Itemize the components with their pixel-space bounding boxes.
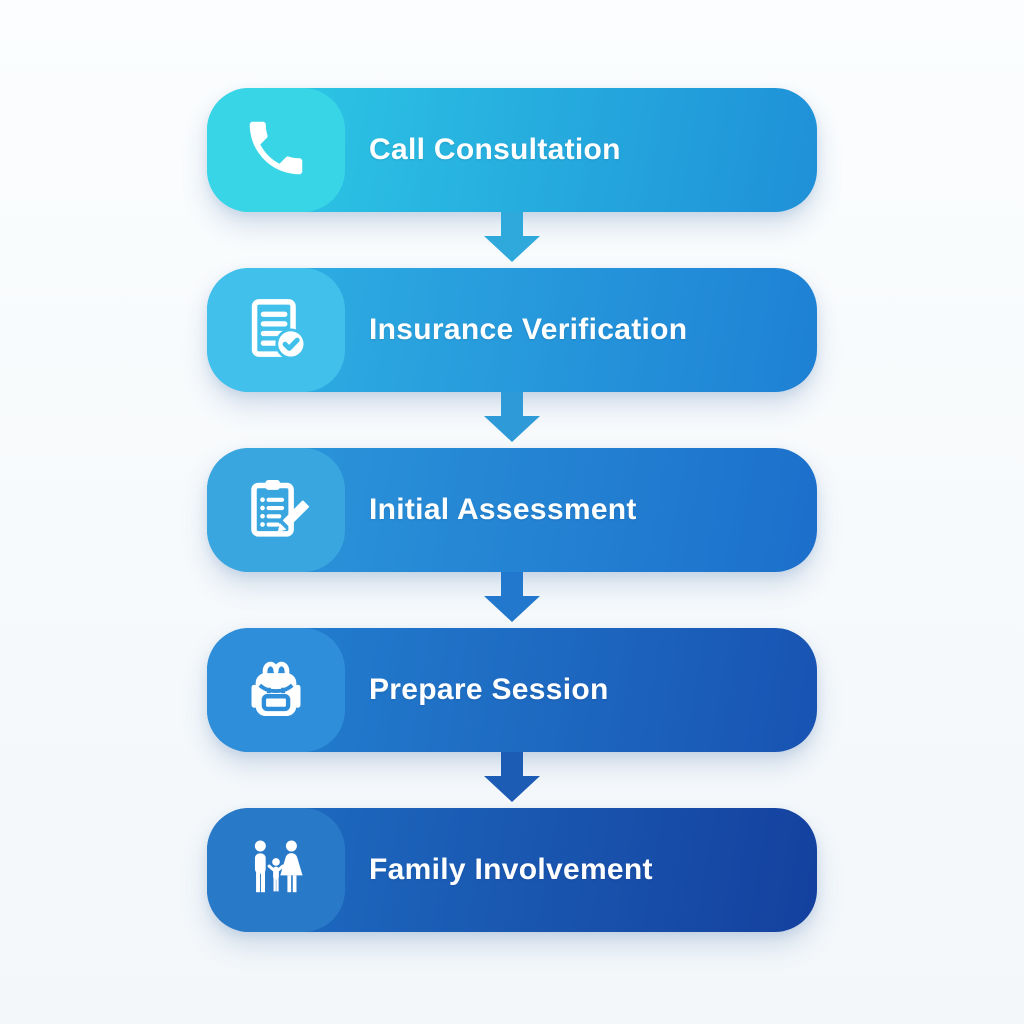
backpack-icon <box>243 655 309 726</box>
family-icon <box>243 835 309 906</box>
down-arrow-icon <box>484 572 540 622</box>
flow-step-insurance-verification: Insurance Verification <box>207 268 817 392</box>
step-label: Call Consultation <box>369 133 621 166</box>
flow-step-family-involvement: Family Involvement <box>207 808 817 932</box>
icon-tile <box>207 268 345 392</box>
down-arrow-icon <box>484 752 540 802</box>
icon-tile <box>207 628 345 752</box>
step-label: Prepare Session <box>369 673 609 706</box>
phone-icon <box>241 113 311 188</box>
flow-step-call-consultation: Call Consultation <box>207 88 817 212</box>
flow-step-initial-assessment: Initial Assessment <box>207 448 817 572</box>
down-arrow-icon <box>484 392 540 442</box>
clipboard-pencil-icon <box>243 475 309 546</box>
step-label: Family Involvement <box>369 853 653 886</box>
icon-tile <box>207 448 345 572</box>
flow-step-prepare-session: Prepare Session <box>207 628 817 752</box>
step-label: Insurance Verification <box>369 313 688 346</box>
document-check-icon <box>243 295 309 366</box>
down-arrow-icon <box>484 212 540 262</box>
icon-tile <box>207 808 345 932</box>
step-label: Initial Assessment <box>369 493 637 526</box>
icon-tile <box>207 88 345 212</box>
